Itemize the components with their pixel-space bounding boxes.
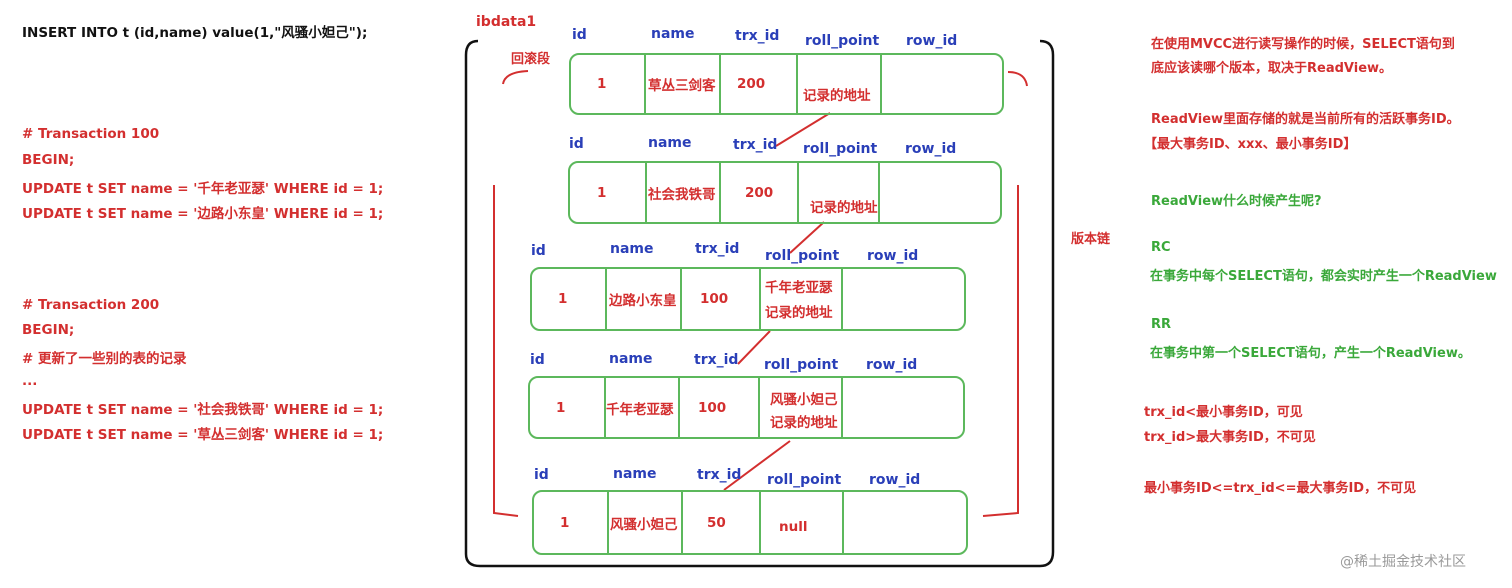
visibility-rule-2: trx_id>最大事务ID，不可见 [1144, 430, 1316, 445]
version-row: 1 边路小东皇 100 千年老亚瑟 记录的地址 [530, 267, 966, 331]
header-id: id [530, 352, 545, 368]
cell-roll-point-target: 千年老亚瑟 [765, 280, 833, 296]
readview-line-1: ReadView里面存储的就是当前所有的活跃事务ID。 [1151, 112, 1460, 127]
cell-id: 1 [558, 291, 568, 307]
tx100-begin: BEGIN; [22, 152, 75, 168]
header-id: id [531, 243, 546, 259]
header-roll-point: roll_point [767, 472, 842, 488]
tx200-begin: BEGIN; [22, 322, 75, 338]
rr-desc: 在事务中第一个SELECT语句，产生一个ReadView。 [1150, 346, 1471, 361]
version-row: 1 风骚小妲己 50 null [532, 490, 968, 555]
cell-name: 风骚小妲己 [610, 516, 678, 533]
header-roll-point: roll_point [805, 33, 880, 49]
intro-line-2: 底应该读哪个版本，取决于ReadView。 [1151, 61, 1393, 76]
header-trx-id: trx_id [697, 467, 742, 483]
cell-roll-point: 记录的地址 [803, 88, 871, 104]
tx200-comment: # Transaction 200 [22, 297, 160, 313]
cell-trx-id: 100 [700, 291, 729, 307]
readview-when: ReadView什么时候产生呢? [1151, 194, 1322, 209]
cell-roll-point: 记录的地址 [765, 305, 833, 321]
rc-title: RC [1151, 240, 1171, 255]
header-row-id: row_id [866, 357, 918, 373]
header-trx-id: trx_id [733, 137, 778, 153]
cell-trx-id: 100 [698, 399, 727, 416]
header-id: id [569, 136, 584, 152]
version-row: 1 社会我铁哥 200 记录的地址 [568, 161, 1002, 224]
rc-desc: 在事务中每个SELECT语句，都会实时产生一个ReadView [1150, 269, 1497, 284]
header-name: name [613, 466, 657, 482]
tx200-ellipsis: ... [22, 373, 38, 389]
tx200-update-1: UPDATE t SET name = '社会我铁哥' WHERE id = 1… [22, 402, 384, 418]
header-trx-id: trx_id [735, 28, 780, 44]
header-row-id: row_id [905, 141, 957, 157]
ibdata-label: ibdata1 [476, 14, 537, 30]
cell-roll-point: 记录的地址 [770, 414, 838, 431]
header-name: name [610, 241, 654, 257]
tx200-update-2: UPDATE t SET name = '草丛三剑客' WHERE id = 1… [22, 427, 384, 443]
header-name: name [651, 26, 695, 42]
header-name: name [609, 351, 653, 367]
cell-name: 边路小东皇 [609, 293, 677, 309]
tx100-update-2: UPDATE t SET name = '边路小东皇' WHERE id = 1… [22, 206, 384, 222]
intro-line-1: 在使用MVCC进行读写操作的时候，SELECT语句到 [1151, 37, 1455, 52]
cell-roll-point: 记录的地址 [810, 199, 878, 216]
header-id: id [572, 27, 587, 43]
header-roll-point: roll_point [803, 141, 878, 157]
version-row: 1 草丛三剑客 200 记录的地址 [569, 53, 1004, 115]
version-chain-label: 版本链 [1071, 232, 1111, 247]
watermark: @稀土掘金技术社区 [1340, 554, 1466, 570]
cell-id: 1 [597, 184, 607, 201]
visibility-rule-1: trx_id<最小事务ID，可见 [1144, 405, 1303, 420]
version-row: 1 千年老亚瑟 100 风骚小妲己 记录的地址 [528, 376, 965, 439]
rr-title: RR [1151, 317, 1172, 332]
cell-name: 千年老亚瑟 [606, 401, 674, 418]
header-trx-id: trx_id [695, 241, 740, 257]
tx100-comment: # Transaction 100 [22, 126, 160, 142]
cell-id: 1 [597, 76, 607, 92]
cell-trx-id: 200 [737, 76, 766, 92]
visibility-rule-3: 最小事务ID<=trx_id<=最大事务ID，不可见 [1144, 481, 1417, 496]
header-name: name [648, 135, 692, 151]
readview-line-2: 【最大事务ID、xxx、最小事务ID】 [1144, 137, 1357, 152]
header-row-id: row_id [869, 472, 921, 488]
tx200-note: # 更新了一些别的表的记录 [22, 351, 187, 367]
cell-id: 1 [560, 514, 570, 531]
insert-statement: INSERT INTO t (id,name) value(1,"风骚小妲己")… [22, 25, 368, 41]
header-id: id [534, 467, 549, 483]
cell-roll-point: null [779, 518, 808, 535]
header-row-id: row_id [906, 33, 958, 49]
cell-name: 草丛三剑客 [648, 78, 716, 94]
tx100-update-1: UPDATE t SET name = '千年老亚瑟' WHERE id = 1… [22, 181, 384, 197]
undo-segment-label: 回滚段 [511, 52, 551, 67]
header-trx-id: trx_id [694, 352, 739, 368]
header-roll-point: roll_point [765, 248, 840, 264]
cell-trx-id: 200 [745, 184, 774, 201]
cell-roll-point-target: 风骚小妲己 [770, 391, 838, 408]
header-row-id: row_id [867, 248, 919, 264]
cell-id: 1 [556, 399, 566, 416]
cell-name: 社会我铁哥 [648, 186, 716, 203]
header-roll-point: roll_point [764, 357, 839, 373]
cell-trx-id: 50 [707, 514, 726, 531]
